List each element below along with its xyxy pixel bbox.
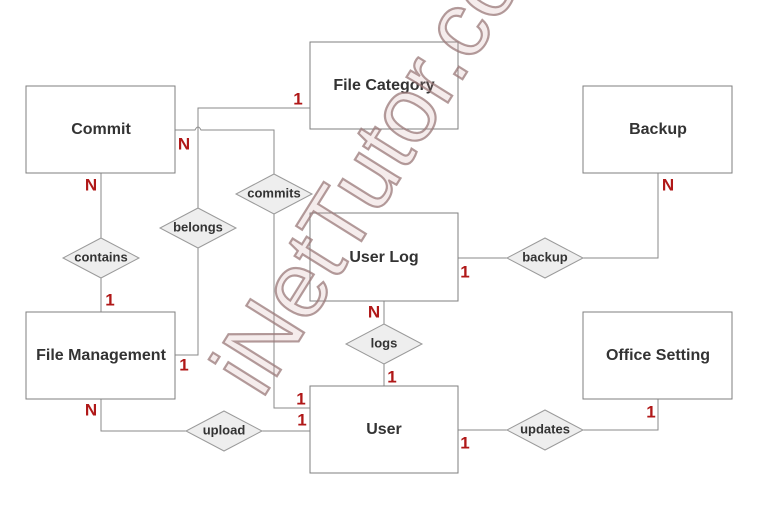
entity-file-management[interactable]: File Management (25, 311, 176, 400)
relationship-belongs[interactable]: belongs (158, 207, 238, 249)
line-commits-user (273, 214, 310, 409)
line-file-management-belongs (175, 248, 199, 356)
entity-label: File Management (36, 347, 166, 364)
entity-label: Office Setting (606, 347, 710, 364)
relationship-label: logs (371, 335, 398, 350)
cardinality-label: 1 (387, 367, 396, 386)
cardinalities: 1 N N 1 1 N 1 1 N 1 N 1 1 1 (85, 89, 674, 452)
entity-office-setting[interactable]: Office Setting (582, 311, 733, 400)
connectors (100, 107, 659, 432)
cardinality-label: N (368, 302, 380, 321)
entity-label: User (366, 421, 402, 438)
relationship-backup[interactable]: backup (505, 237, 585, 279)
cardinality-label: 1 (105, 290, 114, 309)
cardinality-label: N (85, 175, 97, 194)
entity-file-category[interactable]: File Category (309, 41, 459, 130)
cardinality-label: 1 (460, 433, 469, 452)
cardinality-label: 1 (296, 389, 305, 408)
cardinality-label: N (85, 400, 97, 419)
relationship-commits[interactable]: commits (234, 173, 314, 215)
entity-label: Backup (629, 121, 687, 138)
cardinality-label: 1 (297, 410, 306, 429)
line-file-management-upload (100, 399, 186, 432)
line-belongs-file-category (197, 107, 310, 208)
relationship-logs[interactable]: logs (344, 323, 424, 365)
relationship-updates[interactable]: updates (505, 409, 585, 451)
cardinality-label: N (178, 134, 190, 153)
relationship-label: commits (247, 185, 300, 200)
line-commit-commits (175, 126, 275, 174)
cardinality-label: 1 (460, 262, 469, 281)
relationship-label: upload (203, 422, 246, 437)
cardinality-label: 1 (179, 355, 188, 374)
line-backup-entity-backup (583, 173, 659, 259)
entity-user[interactable]: User (309, 385, 459, 474)
relationship-contains[interactable]: contains (61, 237, 141, 279)
line-office-setting-updates (583, 399, 659, 431)
relationship-label: backup (522, 249, 568, 264)
entity-commit[interactable]: Commit (25, 85, 176, 174)
cardinality-label: N (662, 175, 674, 194)
entity-label: Commit (71, 121, 131, 138)
entity-backup[interactable]: Backup (582, 85, 733, 174)
cardinality-label: 1 (646, 402, 655, 421)
entity-label: File Category (333, 77, 434, 94)
relationship-label: belongs (173, 219, 223, 234)
relationship-upload[interactable]: upload (184, 410, 264, 452)
relationship-label: contains (74, 249, 127, 264)
entity-label: User Log (349, 249, 418, 266)
entity-user-log[interactable]: User Log (309, 212, 459, 302)
cardinality-label: 1 (293, 89, 302, 108)
relationship-label: updates (520, 421, 570, 436)
